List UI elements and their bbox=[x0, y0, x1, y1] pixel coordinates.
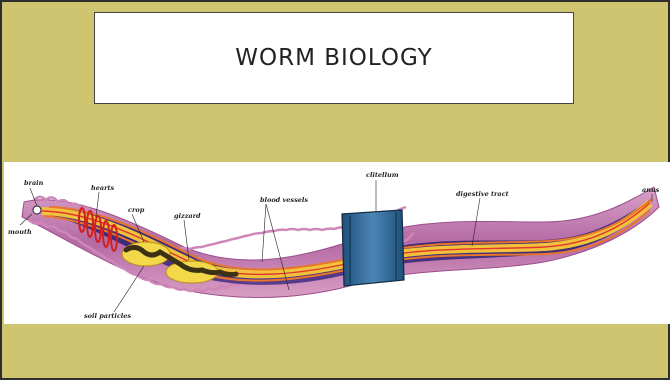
title-box: WORM BIOLOGY bbox=[94, 12, 574, 104]
label-clitellum: clitellum bbox=[366, 171, 399, 179]
label-blood-vessels: blood vessels bbox=[260, 196, 308, 204]
label-soil-particles: soil particles bbox=[84, 312, 131, 320]
brain-marker bbox=[33, 206, 41, 214]
label-anus: anus bbox=[642, 186, 660, 194]
earthworm-illustration: brain mouth hearts crop gizzard blood ve… bbox=[4, 162, 670, 324]
label-gizzard: gizzard bbox=[174, 212, 201, 220]
label-mouth: mouth bbox=[8, 228, 32, 236]
label-brain: brain bbox=[24, 179, 44, 187]
label-hearts: hearts bbox=[91, 184, 115, 192]
clitellum-band bbox=[342, 210, 404, 286]
slide-title: WORM BIOLOGY bbox=[235, 45, 432, 71]
label-crop: crop bbox=[128, 206, 145, 214]
earthworm-diagram: brain mouth hearts crop gizzard blood ve… bbox=[4, 162, 670, 324]
label-digestive-tract: digestive tract bbox=[456, 190, 509, 198]
